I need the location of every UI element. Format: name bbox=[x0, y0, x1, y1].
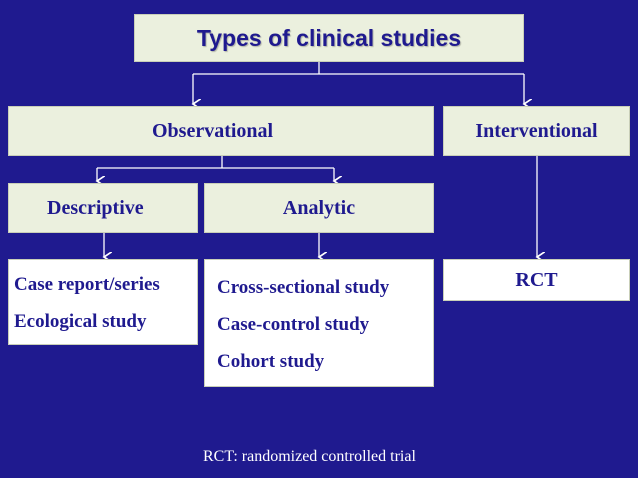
descriptive-list: Case report/series Ecological study bbox=[8, 259, 198, 345]
descriptive-box: Descriptive bbox=[8, 183, 198, 233]
interventional-box: Interventional bbox=[443, 106, 630, 156]
list-item-case-control: Case-control study bbox=[217, 314, 370, 335]
interventional-label: Interventional bbox=[475, 119, 598, 142]
observational-label: Observational bbox=[152, 119, 274, 142]
list-item-cohort: Cohort study bbox=[217, 351, 325, 372]
analytic-label: Analytic bbox=[282, 196, 356, 219]
diagram-title-text: Types of clinical studies bbox=[196, 24, 462, 51]
observational-box: Observational bbox=[8, 106, 434, 156]
list-item-case-report: Case report/series bbox=[14, 274, 160, 295]
diagram-title: Types of clinical studies bbox=[134, 14, 524, 62]
rct-label: RCT bbox=[515, 268, 558, 291]
analytic-box: Analytic bbox=[204, 183, 434, 233]
list-item-cross-sectional: Cross-sectional study bbox=[217, 277, 390, 298]
footnote: RCT: randomized controlled trial bbox=[203, 448, 416, 465]
analytic-list: Cross-sectional study Case-control study… bbox=[204, 259, 434, 387]
rct-box: RCT bbox=[443, 259, 630, 301]
descriptive-label: Descriptive bbox=[47, 196, 144, 219]
list-item-ecological: Ecological study bbox=[14, 311, 147, 332]
